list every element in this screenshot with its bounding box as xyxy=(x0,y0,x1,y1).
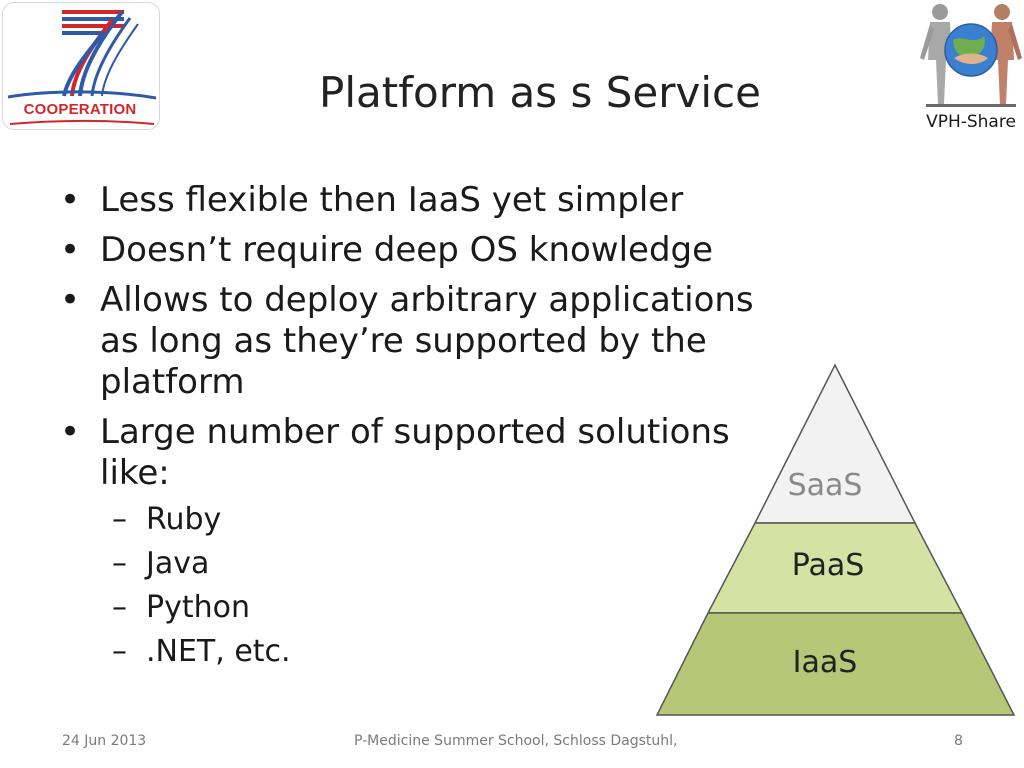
bullet-dot-icon: • xyxy=(60,280,81,320)
bullet-item: • Large number of supported solutions li… xyxy=(60,412,760,494)
bullet-text: Allows to deploy arbitrary applications … xyxy=(100,280,754,402)
dash-icon: – xyxy=(112,634,127,669)
sub-bullet-text: Ruby xyxy=(146,502,222,537)
sub-bullet-item: – .NET, etc. xyxy=(60,630,780,674)
footer-page-number: 8 xyxy=(954,733,963,749)
footer-event: P-Medicine Summer School, Schloss Dagstu… xyxy=(354,733,678,749)
pyramid-label-paas: PaaS xyxy=(791,548,865,583)
footer-date: 24 Jun 2013 xyxy=(62,733,147,749)
bullet-item: • Less flexible then IaaS yet simpler xyxy=(60,180,780,221)
bullet-dot-icon: • xyxy=(60,412,81,452)
slide-title: Platform as s Service xyxy=(319,68,761,117)
fp7-cooperation-logo: COOPERATION xyxy=(0,0,162,132)
vph-share-logo: VPH-Share xyxy=(918,0,1024,136)
bullet-dot-icon: • xyxy=(60,230,81,270)
bullet-dot-icon: • xyxy=(60,180,81,220)
sub-bullet-item: – Python xyxy=(60,586,780,630)
vph-figures-globe-icon xyxy=(920,4,1022,107)
sub-bullet-text: Python xyxy=(146,590,250,625)
bullet-list: • Less flexible then IaaS yet simpler • … xyxy=(60,180,780,674)
dash-icon: – xyxy=(112,546,127,581)
bullet-item: • Doesn’t require deep OS knowledge xyxy=(60,230,780,271)
pyramid-label-saas: SaaS xyxy=(787,468,863,503)
bullet-item: • Allows to deploy arbitrary application… xyxy=(60,280,780,403)
pyramid-diagram xyxy=(655,363,1016,716)
sub-bullet-item: – Ruby xyxy=(60,498,780,542)
service-pyramid: SaaS PaaS IaaS xyxy=(655,363,1017,718)
pyramid-label-iaas: IaaS xyxy=(792,645,858,680)
sub-bullet-item: – Java xyxy=(60,542,780,586)
bullet-text: Large number of supported solutions like… xyxy=(100,412,730,493)
bullet-text: Doesn’t require deep OS knowledge xyxy=(100,230,714,270)
pyramid-layer-iaas xyxy=(655,612,1016,716)
dash-icon: – xyxy=(112,502,127,537)
dash-icon: – xyxy=(112,590,127,625)
bullet-text: Less flexible then IaaS yet simpler xyxy=(100,180,684,220)
sub-bullet-text: Java xyxy=(146,546,210,581)
cooperation-label: COOPERATION xyxy=(23,101,137,118)
fp7-emblem-icon xyxy=(7,10,157,125)
vph-share-label: VPH-Share xyxy=(926,112,1016,132)
sub-bullet-text: .NET, etc. xyxy=(146,634,291,669)
